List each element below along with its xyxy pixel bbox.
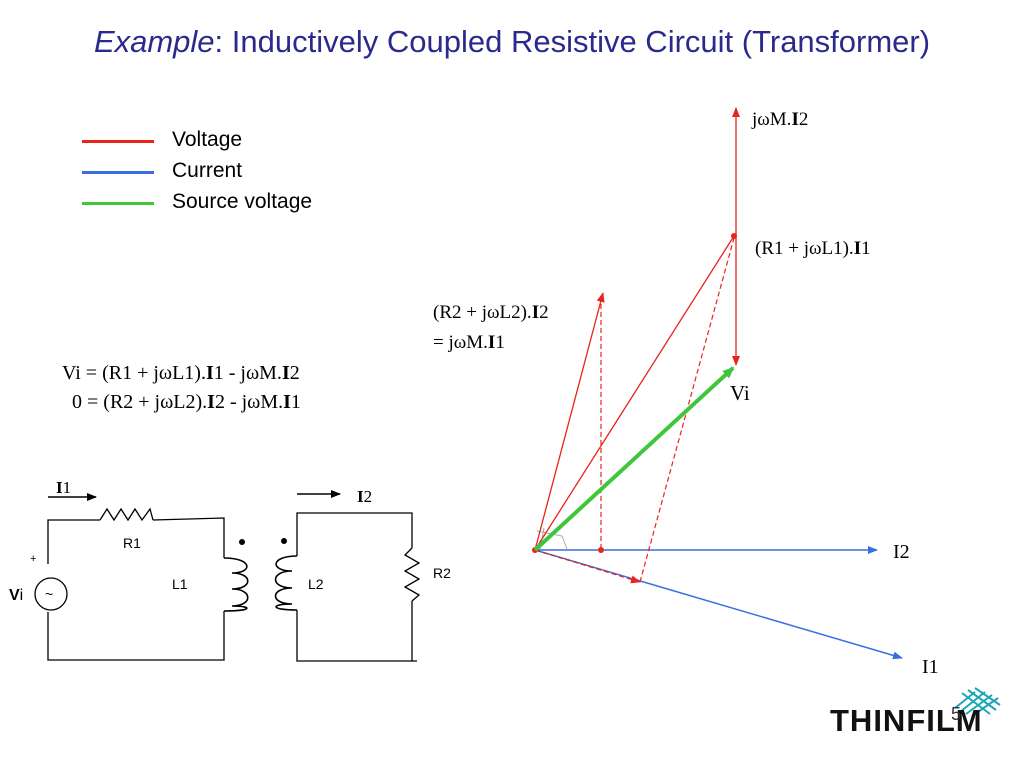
r2-resistor [403, 547, 421, 602]
equation-1: Vi = (R1 + jωL1).I1 - jωM.I2 [62, 362, 300, 385]
eq2-part-a: 0 = (R2 + jωL2). [72, 391, 208, 413]
jwm-i2-label: jωM.I2 [751, 109, 808, 130]
i2-phasor-label: I2 [893, 541, 910, 563]
equation-2: 0 = (R2 + jωL2).I2 - jωM.I1 [72, 391, 301, 414]
r1-i1-tip-point [731, 233, 737, 239]
i2-arrow-label: I2 [357, 487, 372, 506]
secondary-wire-top [296, 512, 413, 556]
primary-wire-bottom [47, 611, 225, 661]
title-rest: : Inductively Coupled Resistive Circuit … [214, 24, 931, 59]
jwm-i1-label: = jωM.I1 [433, 332, 505, 353]
eq1-part-b: I [205, 362, 214, 384]
eq1-part-c: 1 - jωM. [213, 362, 282, 384]
vi-source-label: Vi [9, 587, 23, 604]
eq2-part-b: I [207, 391, 215, 413]
i1-phasor [534, 549, 903, 660]
vi-source-phasor [533, 366, 735, 552]
eq2-part-d: I [283, 391, 291, 413]
i1-phasor-label: I1 [922, 656, 939, 678]
eq2-part-c: 2 - jωM. [214, 391, 284, 413]
legend-swatch-current [82, 171, 154, 174]
l2-polarity-dot [281, 538, 287, 544]
l2-inductor [274, 555, 298, 611]
primary-wire-top-left [47, 519, 100, 564]
legend-label-voltage: Voltage [172, 128, 243, 151]
eq1-part-a: Vi = (R1 + jωL1). [62, 362, 206, 384]
logo-mesh-icon [954, 687, 1001, 717]
thinfilm-logo: THINFILM [830, 703, 983, 738]
r1-resistor [99, 507, 154, 522]
vi-phasor-label: Vi [730, 381, 750, 405]
eq2-part-e: 1 [290, 391, 301, 413]
r1-jwl1-i1-label: (R1 + jωL1).I1 [755, 238, 871, 259]
r1-jwl1-i1-phasor [534, 235, 735, 551]
dashed-r1-i1-component [534, 549, 641, 584]
source-plus-sign: + [30, 553, 36, 565]
r2-label: R2 [433, 565, 451, 581]
legend-label-current: Current [172, 159, 243, 182]
l1-label: L1 [172, 576, 188, 592]
eq1-part-d: I [281, 362, 290, 384]
i1-arrow-label: I1 [56, 478, 71, 497]
projection-point [598, 547, 604, 553]
legend-swatch-voltage [82, 140, 154, 143]
r2-jwl2-i2-label: (R2 + jωL2).I2 [433, 302, 549, 323]
title-italic: Example [93, 24, 215, 59]
r1-label: R1 [123, 535, 141, 551]
eq1-part-e: 2 [289, 362, 300, 384]
secondary-wire-bottom-left [296, 610, 417, 662]
legend-label-source-voltage: Source voltage [172, 190, 313, 213]
l2-label: L2 [308, 576, 324, 592]
slide-number: 5 [951, 704, 962, 724]
source-tilde: ~ [45, 586, 53, 602]
l1-inductor [223, 557, 249, 612]
r2-jwl2-i2-phasor [534, 292, 605, 551]
slide-title: Example: Inductively Coupled Resistive C… [0, 24, 1024, 60]
l1-polarity-dot [239, 539, 245, 545]
legend-swatch-source [82, 202, 154, 205]
voltage-source-icon [34, 577, 68, 611]
primary-wire-top-right [152, 517, 225, 558]
